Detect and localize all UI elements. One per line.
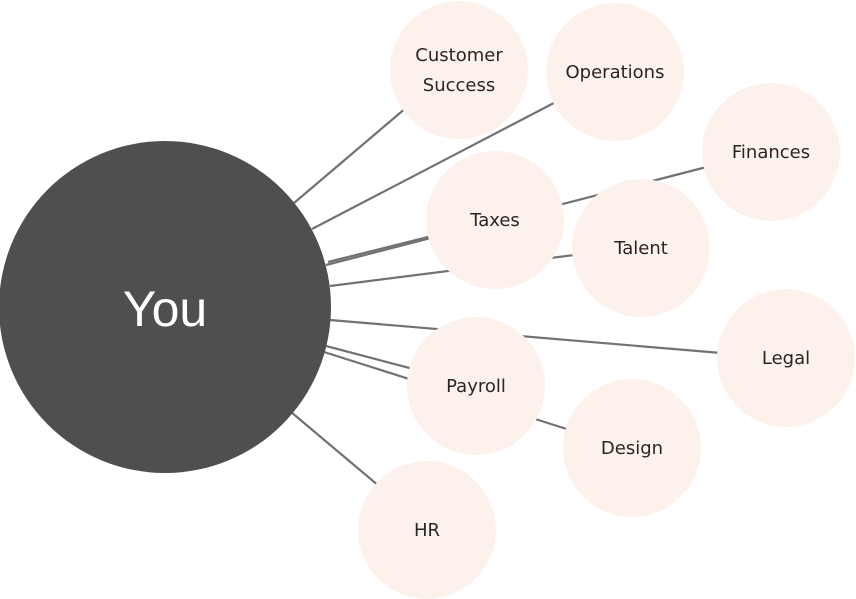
node-hr: HR — [358, 461, 496, 599]
node-finances: Finances — [702, 83, 840, 221]
center-label: You — [123, 281, 207, 337]
node-label-line-1: Customer — [415, 45, 503, 66]
node-circle — [572, 179, 710, 317]
node-legal: Legal — [717, 289, 855, 427]
node-circle — [390, 1, 528, 139]
node-taxes: Taxes — [426, 151, 564, 289]
node-label: Operations — [566, 62, 665, 83]
node-label-line-2: Success — [423, 75, 495, 96]
node-label: Talent — [613, 238, 668, 259]
connector-legal — [329, 318, 746, 357]
node-customer-success: Customer Success — [390, 1, 528, 139]
node-design: Design — [563, 379, 701, 517]
node-label: Taxes — [469, 210, 520, 231]
node-circle — [426, 151, 564, 289]
node-talent: Talent — [572, 179, 710, 317]
node-label: Design — [601, 438, 663, 459]
node-circle — [407, 317, 545, 455]
node-payroll: Payroll — [407, 317, 545, 455]
node-label: HR — [414, 520, 440, 541]
connector-operations — [311, 91, 576, 230]
center-node: You — [0, 141, 331, 473]
center-circle — [0, 141, 331, 473]
node-circle — [546, 3, 684, 141]
connector-hr — [290, 411, 393, 498]
node-circle — [717, 289, 855, 427]
node-circle — [563, 379, 701, 517]
connector-taxes — [327, 230, 449, 264]
node-label: Legal — [762, 348, 810, 369]
node-circle — [702, 83, 840, 221]
node-label: Finances — [732, 142, 810, 163]
node-label: Payroll — [446, 376, 506, 397]
node-circle — [358, 461, 496, 599]
node-operations: Operations — [546, 3, 684, 141]
connector-customer-success — [293, 95, 421, 204]
